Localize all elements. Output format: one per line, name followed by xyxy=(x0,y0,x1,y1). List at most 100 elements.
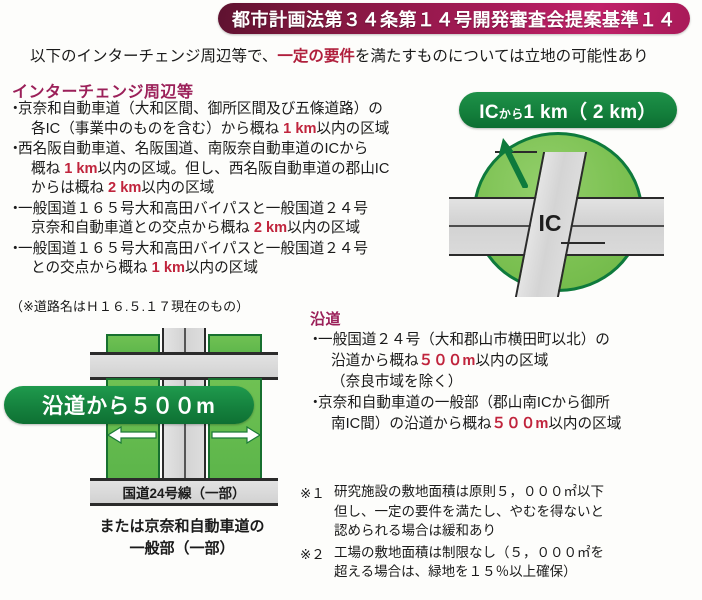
distance-value: ５００m xyxy=(491,416,549,432)
lead-after: を満たすものについては立地の可能性あり xyxy=(354,48,649,65)
list-item-line: 南IC間）の沿道から概ね５００m以内の区域 xyxy=(308,414,698,435)
bullet-marker-icon: ・ xyxy=(308,332,323,348)
footnote-row: ※１ 研究施設の敷地面積は原則５，０００㎡以下但し、一定の要件を満たし、やむを得な… xyxy=(300,482,700,541)
line-text: 以内の区域 xyxy=(316,120,390,137)
zone-top-right xyxy=(208,334,262,356)
ic-diagram: IC ICから1 km（ 2 km） xyxy=(443,92,695,304)
line-text: 沿道から概ね xyxy=(331,353,419,369)
line-text: 京奈和自動車道（大和区間、御所区間及び五條道路）の xyxy=(18,101,383,117)
list-item: ・一般国道１６５号大和高田バイパスと一般国道２４号京奈和自動車道との交点から概ね… xyxy=(8,200,438,239)
footnotes: ※１ 研究施設の敷地面積は原則５，０００㎡以下但し、一定の要件を満たし、やむを得な… xyxy=(300,482,700,584)
bullet-marker-icon: ・ xyxy=(308,395,323,411)
ic-pill-paren: （ 2 km） xyxy=(568,101,657,123)
line-text: 以内の区域。但し、西名阪自動車道の郡山IC xyxy=(97,160,390,177)
footnote-row: ※２ 工場の敷地面積は制限なし（５，０００㎡を超える場合は、緑地を１５％以上確保） xyxy=(300,543,700,582)
distance-value: 1 km xyxy=(64,160,98,177)
list-item-line: 沿道から概ね５００m以内の区域 xyxy=(308,351,698,372)
footnote-line: 認められる場合は緩和あり xyxy=(334,523,496,538)
list-item-line: ・京奈和自動車道の一般部（郡山南ICから御所 xyxy=(308,393,698,414)
line-text: 一般国道１６５号大和高田バイパスと一般国道２４号 xyxy=(18,200,368,217)
line-text: 京奈和自動車道との交点から概ね xyxy=(31,220,254,236)
list-item-line: 各IC（事業中のものを含む）から概ね 1 km以内の区域 xyxy=(8,120,438,140)
road-cross-upper xyxy=(90,352,278,380)
road-label: 国道24号線（一部） xyxy=(122,486,246,501)
list-item: ・一般国道２４号（大和郡山市横田町以北）の沿道から概ね５００m以内の区域（奈良市… xyxy=(308,330,698,393)
ic-distance-banner: ICから1 km（ 2 km） xyxy=(459,92,677,128)
road-name-note: （※道路名はＨ１６.５.１７現在のもの） xyxy=(10,299,250,314)
footnote-body: 工場の敷地面積は制限なし（５，０００㎡を超える場合は、緑地を１５％以上確保） xyxy=(334,543,604,582)
list-item-line: ・京奈和自動車道（大和区間、御所区間及び五條道路）の xyxy=(8,100,438,120)
road-cross-lower: 国道24号線（一部） xyxy=(90,478,278,506)
line-text: 各IC（事業中のものを含む）から概ね xyxy=(31,120,284,137)
line-text: 以内の区域 xyxy=(184,260,258,276)
list-item-line: ・一般国道１６５号大和高田バイパスと一般国道２４号 xyxy=(8,200,438,220)
line-text: 南IC間）の沿道から概ね xyxy=(331,416,492,432)
list-item: ・一般国道１６５号大和高田バイパスと一般国道２４号との交点から概ね 1 km以内… xyxy=(8,240,438,279)
caption-line-2: 一般部（一部） xyxy=(129,540,235,557)
footnote-body: 研究施設の敷地面積は原則５，０００㎡以下但し、一定の要件を満たし、やむを得ないと… xyxy=(334,482,604,541)
line-text: 一般国道１６５号大和高田バイパスと一般国道２４号 xyxy=(18,240,368,257)
line-text: 西名阪自動車道、名阪国道、南阪奈自動車道のICから xyxy=(18,141,369,157)
heading-roadside: 沿道 xyxy=(310,311,342,328)
lead-before: 以下のインターチェンジ周辺等で、 xyxy=(30,48,278,65)
distance-value: ５００m xyxy=(418,353,476,369)
caption-line-1: または京奈和自動車道の xyxy=(99,518,265,535)
distance-value: 1 km xyxy=(283,120,317,137)
line-text: との交点から概ね xyxy=(31,260,152,276)
zone-top-left xyxy=(106,334,160,356)
line-text: 一般国道２４号（大和郡山市横田町以北）の xyxy=(318,332,610,348)
line-text: 概ね xyxy=(31,160,65,177)
distance-value: 1 km xyxy=(151,260,185,276)
title-banner: 都市計画法第３４条第１４号開発審査会提案基準１４ xyxy=(218,3,690,34)
line-text: 以内の区域 xyxy=(548,416,622,432)
footnote-line: 超える場合は、緑地を１５％以上確保） xyxy=(334,564,577,579)
list-item-line: ・一般国道１６５号大和高田バイパスと一般国道２４号 xyxy=(8,240,438,260)
roadside-diagram: 国道24号線（一部） 沿道から５００m または京奈和自動車道の 一般部（一部） xyxy=(4,328,308,588)
list-item-line: （奈良市域を除く） xyxy=(308,372,698,393)
footnote-marker: ※２ xyxy=(300,546,325,562)
distance-value: 2 km xyxy=(108,180,142,196)
list-item-line: ・一般国道２４号（大和郡山市横田町以北）の xyxy=(308,330,698,351)
list-item: ・京奈和自動車道（大和区間、御所区間及び五條道路）の各IC（事業中のものを含む）… xyxy=(8,100,438,139)
distance-value: 2 km xyxy=(253,220,288,236)
roadside-distance-banner: 沿道から５００m xyxy=(4,386,254,424)
line-text: 以内の区域 xyxy=(475,353,549,369)
bullet-marker-icon: ・ xyxy=(8,200,23,217)
ic-pill-small: から xyxy=(498,106,524,121)
list-item: ・西名阪自動車道、名阪国道、南阪奈自動車道のICから概ね 1 km以内の区域。但… xyxy=(8,140,438,199)
bullet-marker-icon: ・ xyxy=(8,240,23,257)
ic-pill-main: IC xyxy=(479,101,499,123)
line-text: 以内の区域 xyxy=(141,180,215,196)
line-text: 以内の区域 xyxy=(287,220,361,236)
footnote-line: 但し、一定の要件を満たし、やむを得ないと xyxy=(334,503,604,519)
roadside-bullet-list: ・一般国道２４号（大和郡山市横田町以北）の沿道から概ね５００m以内の区域（奈良市… xyxy=(308,330,698,435)
bullet-marker-icon: ・ xyxy=(8,101,23,117)
roadside-diagram-caption: または京奈和自動車道の 一般部（一部） xyxy=(32,516,332,560)
bullet-marker-icon: ・ xyxy=(8,141,23,157)
list-item-line: 京奈和自動車道との交点から概ね 2 km以内の区域 xyxy=(8,219,438,239)
footnote-line: 工場の敷地面積は制限なし（５，０００㎡を xyxy=(334,544,604,560)
line-text: 京奈和自動車道の一般部（郡山南ICから御所 xyxy=(318,395,610,411)
ic-pill-dist: 1 km xyxy=(523,101,569,123)
list-item-line: からは概ね 2 km以内の区域 xyxy=(8,179,438,199)
interchange-bullet-list: ・京奈和自動車道（大和区間、御所区間及び五條道路）の各IC（事業中のものを含む）… xyxy=(8,100,438,280)
lead-highlight: 一定の要件 xyxy=(277,48,355,65)
page-title: 都市計画法第３４条第１４号開発審査会提案基準１４ xyxy=(232,9,676,30)
list-item-line: 概ね 1 km以内の区域。但し、西名阪自動車道の郡山IC xyxy=(8,160,438,180)
footnote-marker: ※１ xyxy=(300,486,325,501)
right-distance-arrow-icon xyxy=(211,426,260,444)
list-item-line: ・西名阪自動車道、名阪国道、南阪奈自動車道のICから xyxy=(8,140,438,160)
footnote-line: 研究施設の敷地面積は原則５，０００㎡以下 xyxy=(334,484,604,499)
ic-road-edge-bottom-right xyxy=(561,242,605,244)
ic-road-edge-top-left xyxy=(495,151,537,153)
line-text: からは概ね xyxy=(31,180,109,196)
line-text: （奈良市域を除く） xyxy=(331,374,463,390)
ic-radius-arrow-icon xyxy=(499,138,528,188)
roadside-distance-text: 沿道から５００m xyxy=(42,395,216,418)
ic-distance-text: ICから1 km（ 2 km） xyxy=(479,97,656,124)
left-distance-arrow-icon xyxy=(108,426,157,444)
list-item: ・京奈和自動車道の一般部（郡山南ICから御所南IC間）の沿道から概ね５００m以内… xyxy=(308,393,698,435)
list-item-line: との交点から概ね 1 km以内の区域 xyxy=(8,259,438,279)
ic-center-label: IC xyxy=(538,210,562,236)
